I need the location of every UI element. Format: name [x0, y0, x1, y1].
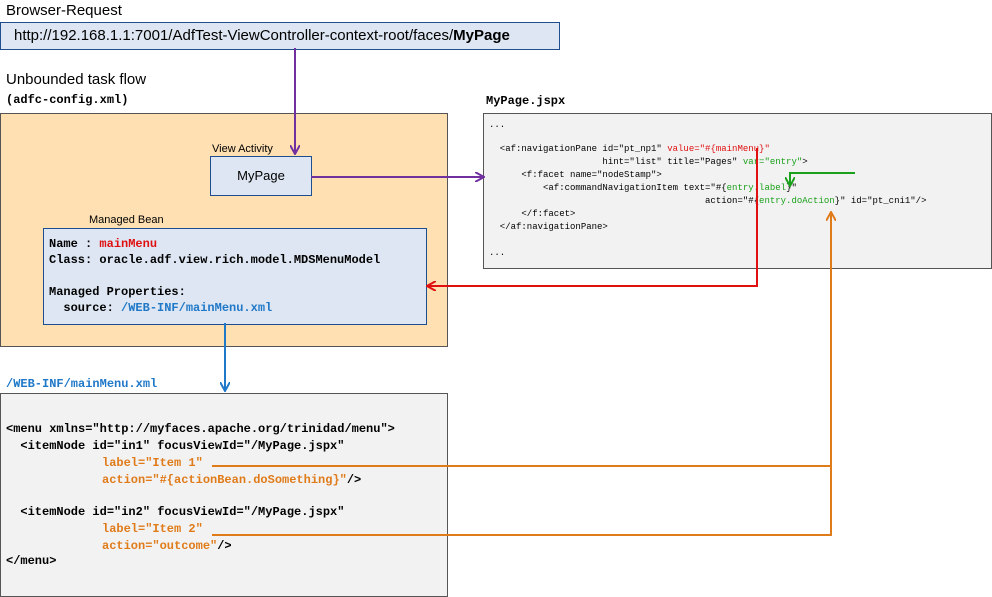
- browser-url-box: http://192.168.1.1:7001/AdfTest-ViewCont…: [0, 22, 560, 50]
- jspx-line-7: </af:navigationPane>: [489, 222, 608, 232]
- menu-line-7-action: action="outcome": [102, 539, 218, 553]
- jspx-line-4-c: }": [786, 183, 797, 193]
- view-activity-label: View Activity: [212, 143, 273, 155]
- jspx-line-6: </f:facet>: [489, 209, 576, 219]
- jspx-line-1-value: value="#{mainMenu}": [667, 144, 770, 154]
- jspx-line-4: <af:commandNavigationItem text="#{entry.…: [489, 183, 797, 193]
- jspx-line-1-a: <af:navigationPane id="pt_np1": [489, 144, 668, 154]
- menu-line-7-close: />: [217, 539, 232, 553]
- jspx-line-4-a: <af:commandNavigationItem text="#{: [489, 183, 727, 193]
- jspx-line-3: <f:facet name="nodeStamp">: [489, 170, 662, 180]
- jspx-line-2-c: >: [802, 157, 808, 167]
- jspx-line-2: hint="list" title="Pages" var="entry">: [489, 157, 808, 167]
- menu-line-3: label="Item 1": [102, 456, 203, 470]
- menu-line-1: <menu xmlns="http://myfaces.apache.org/t…: [6, 422, 395, 436]
- jspx-line-5: action="#{entry.doAction}" id="pt_cni1"/…: [489, 196, 927, 206]
- browser-request-label: Browser-Request: [6, 2, 122, 19]
- menu-line-4: action="#{actionBean.doSomething}"/>: [102, 473, 361, 487]
- jspx-line-4-label: entry.label: [726, 183, 787, 193]
- bean-props-label: Managed Properties:: [49, 285, 186, 299]
- jspx-dots-top: ...: [489, 120, 506, 130]
- bean-name-value: mainMenu: [99, 237, 158, 251]
- bean-class-line: Class: oracle.adf.view.rich.model.MDSMen…: [49, 253, 381, 267]
- jspx-code-box: ... <af:navigationPane id="pt_np1" value…: [483, 113, 992, 269]
- jspx-line-5-c: }" id="pt_cni1"/>: [834, 196, 927, 206]
- jspx-line-5-action: entry.doAction: [759, 196, 835, 206]
- taskflow-title: Unbounded task flow: [6, 71, 147, 88]
- menu-code-box: <menu xmlns="http://myfaces.apache.org/t…: [0, 393, 448, 597]
- menu-line-2: <itemNode id="in1" focusViewId="/MyPage.…: [6, 439, 345, 453]
- bean-source-line: source: /WEB-INF/mainMenu.xml: [49, 301, 272, 315]
- bean-name-key: Name :: [49, 237, 100, 251]
- menu-line-8: </menu>: [6, 554, 57, 568]
- jspx-line-1: <af:navigationPane id="pt_np1" value="#{…: [489, 144, 770, 154]
- browser-url-prefix: http://192.168.1.1:7001/AdfTest-ViewCont…: [14, 27, 454, 44]
- bean-source-value: /WEB-INF/mainMenu.xml: [121, 301, 273, 315]
- managed-bean-box: Name : mainMenu Class: oracle.adf.view.r…: [43, 228, 427, 325]
- menu-line-5: <itemNode id="in2" focusViewId="/MyPage.…: [6, 505, 345, 519]
- bean-source-key: source:: [49, 301, 122, 315]
- jspx-line-5-a: action="#{: [489, 196, 760, 206]
- menu-line-7: action="outcome"/>: [102, 539, 232, 553]
- menu-line-6: label="Item 2": [102, 522, 203, 536]
- jspx-line-2-a: hint="list" title="Pages": [489, 157, 743, 167]
- bean-name-line: Name : mainMenu: [49, 237, 157, 251]
- browser-url-page: MyPage: [453, 27, 510, 44]
- taskflow-file: (adfc-config.xml): [6, 93, 129, 107]
- view-activity-mypage: MyPage: [210, 156, 312, 196]
- menu-line-4-action: action="#{actionBean.doSomething}": [102, 473, 347, 487]
- menu-file-label: /WEB-INF/mainMenu.xml: [6, 377, 158, 391]
- jspx-dots-bottom: ...: [489, 248, 506, 258]
- jspx-line-2-var: var="entry": [742, 157, 803, 167]
- menu-line-4-close: />: [346, 473, 362, 487]
- managed-bean-label: Managed Bean: [89, 214, 164, 226]
- jspx-file-label: MyPage.jspx: [486, 94, 566, 108]
